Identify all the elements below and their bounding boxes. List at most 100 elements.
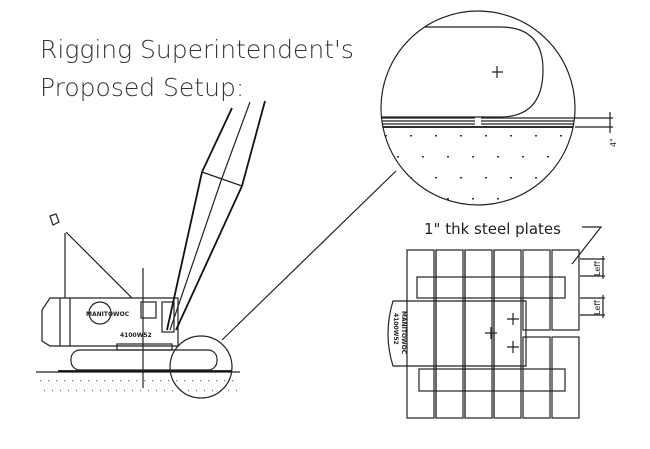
ground-dot <box>176 380 178 382</box>
thickness-label: 4" <box>609 138 618 147</box>
ground-dot <box>168 380 170 382</box>
soil-dot <box>385 177 387 179</box>
steel-plate <box>464 249 493 419</box>
steel-plates-detail <box>381 117 575 128</box>
ground-dot <box>208 380 210 382</box>
ground-dot <box>116 390 118 392</box>
crane-brand-plan: MANITOWOC <box>400 311 407 355</box>
detail-callout-circle <box>169 335 233 399</box>
ground-dot <box>104 380 106 382</box>
center-cross-icon <box>492 66 503 78</box>
ground-dot <box>60 390 62 392</box>
soil-dot <box>410 177 412 179</box>
ground-dot <box>132 390 134 392</box>
steel-plate <box>435 249 464 419</box>
ground-dot <box>64 380 66 382</box>
ground-dot <box>152 380 154 382</box>
plates-label: 1" thk steel plates <box>424 220 561 238</box>
steel-plate <box>522 336 551 419</box>
leader-line <box>221 170 397 341</box>
soil-dot <box>522 198 524 200</box>
thickness-dimension: 4" <box>575 112 618 147</box>
soil-dot <box>410 135 412 137</box>
soil-dot <box>422 156 424 158</box>
ground-dot <box>56 380 58 382</box>
track-outline-detail <box>381 26 544 118</box>
ground-dot <box>96 380 98 382</box>
ground-dot <box>188 390 190 392</box>
steel-plate <box>551 336 580 419</box>
ground-dot <box>120 380 122 382</box>
soil-dot <box>547 198 549 200</box>
soil-dot <box>560 177 562 179</box>
crane-brand-elevation: MANITOWOC <box>86 311 130 318</box>
ground-dot <box>196 390 198 392</box>
ground-dot <box>72 380 74 382</box>
soil-dot <box>447 156 449 158</box>
ground-dot <box>80 380 82 382</box>
ground-dot <box>200 380 202 382</box>
soil-dot <box>435 135 437 137</box>
soil-dot <box>572 156 574 158</box>
ground-dot <box>156 390 158 392</box>
ground-dot <box>100 390 102 392</box>
soil-dot <box>547 156 549 158</box>
plan-view: 1" thk steel plates MANITOWOC 4100W52 Le… <box>387 220 605 419</box>
ground-dot <box>92 390 94 392</box>
ground-dot <box>232 380 234 382</box>
ground-dot <box>44 390 46 392</box>
ground-dot <box>88 380 90 382</box>
ground-dot <box>216 380 218 382</box>
crane-plan <box>387 300 527 367</box>
plates-leader <box>571 226 603 265</box>
ground-dot <box>160 380 162 382</box>
steel-plate <box>493 249 522 419</box>
soil-dot <box>460 135 462 137</box>
steel-plate <box>522 249 551 331</box>
soil-dot <box>472 198 474 200</box>
leff-label-1: Leff <box>593 261 602 276</box>
soil-dot <box>560 135 562 137</box>
ground-dot <box>112 380 114 382</box>
ground-dot <box>224 380 226 382</box>
title-line-1: Rigging Superintendent's <box>40 35 354 64</box>
ground-dot <box>128 380 130 382</box>
steel-plates-grid <box>406 249 580 419</box>
ground-dot <box>68 390 70 392</box>
steel-plate <box>551 249 580 331</box>
ground-dot <box>212 390 214 392</box>
ground-dot <box>124 390 126 392</box>
crawler-track <box>70 349 218 371</box>
leff-dimensions: Leff Leff <box>580 256 605 318</box>
crane-elevation: MANITOWOC 4100W52 <box>36 100 266 399</box>
soil-dots-detail <box>385 135 574 200</box>
leff-label-2: Leff <box>593 300 602 315</box>
ground-dot <box>136 380 138 382</box>
soil-dot <box>535 177 537 179</box>
soil-dot <box>535 135 537 137</box>
ground-dot <box>52 390 54 392</box>
outrigger-beam-bottom <box>418 368 566 392</box>
ground-dot <box>108 390 110 392</box>
ground-dot <box>204 390 206 392</box>
ground-dot <box>192 380 194 382</box>
soil-dot <box>447 198 449 200</box>
soil-dot <box>522 156 524 158</box>
soil-dot <box>572 198 574 200</box>
detail-magnifier: 4" <box>380 10 618 206</box>
ground-dot <box>76 390 78 392</box>
ground-dot <box>48 380 50 382</box>
crane-model-plan: 4100W52 <box>392 313 399 345</box>
soil-dot <box>385 135 387 137</box>
ground-dots <box>40 380 238 392</box>
soil-dot <box>422 198 424 200</box>
ground-dot <box>140 390 142 392</box>
logo-circle <box>88 301 112 325</box>
ground-dot <box>172 390 174 392</box>
ground-dot <box>184 380 186 382</box>
upperworks <box>41 297 179 347</box>
soil-dot <box>497 198 499 200</box>
ground-dot <box>40 380 42 382</box>
